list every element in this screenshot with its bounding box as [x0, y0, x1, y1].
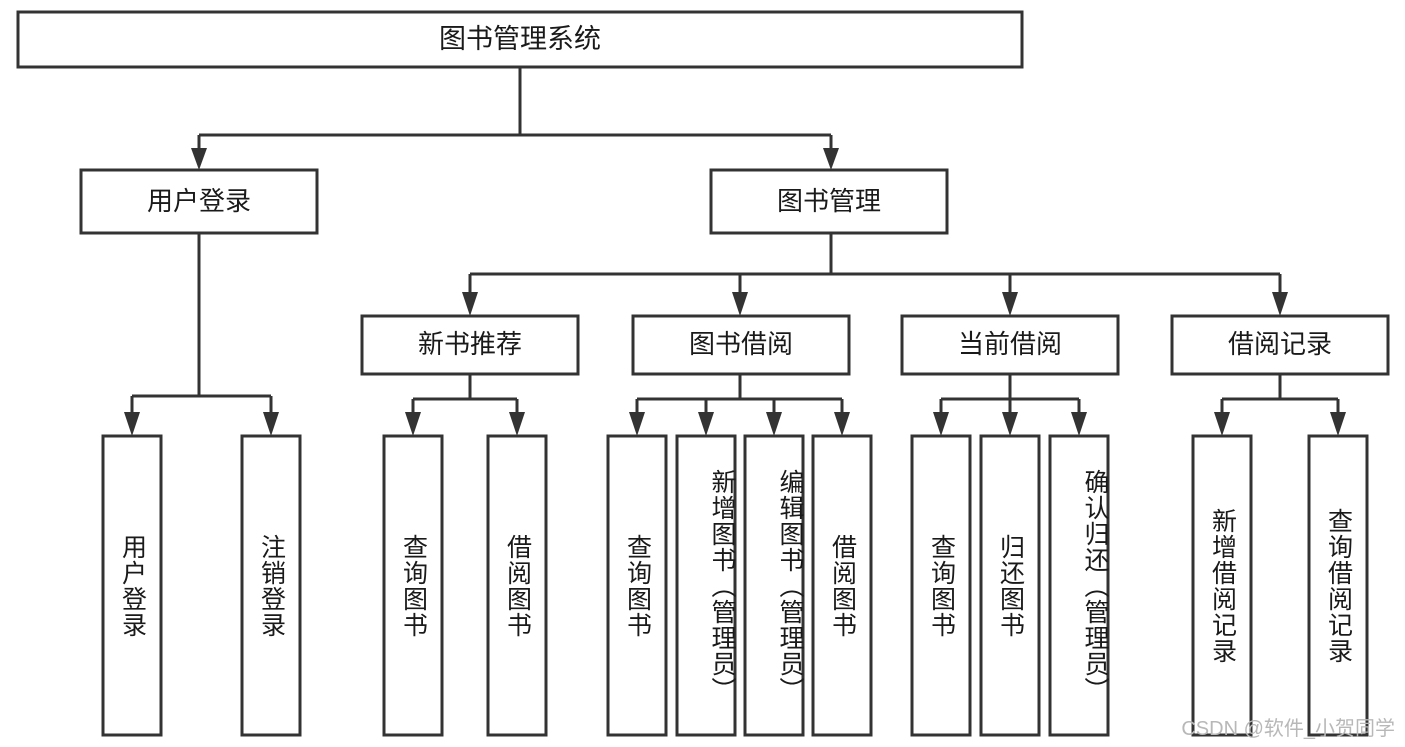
node-book-management-label: 图书管理 [777, 186, 881, 216]
node-root-label: 图书管理系统 [439, 24, 601, 54]
node-borrow-record-label: 借阅记录 [1228, 329, 1332, 359]
node-new-book-recommend[interactable]: 新书推荐 [360, 314, 580, 376]
node-current-borrow[interactable]: 当前借阅 [900, 314, 1120, 376]
connector-borrowrecord-to-leaves [1214, 374, 1346, 436]
leaf-borrow-record-2[interactable] [1307, 434, 1369, 737]
leaf-new-book-1[interactable] [382, 434, 444, 737]
node-current-borrow-label: 当前借阅 [958, 329, 1062, 359]
leaf-book-borrow-2[interactable] [675, 434, 737, 737]
csdn-watermark: CSDN @软件_小贺同学 [1181, 718, 1395, 740]
connector-bookmgmt-to-level3 [462, 233, 1288, 316]
leaf-current-borrow-1[interactable] [910, 434, 972, 737]
node-book-borrow[interactable]: 图书借阅 [631, 314, 851, 376]
node-new-book-recommend-label: 新书推荐 [418, 329, 522, 359]
connector-newbook-to-leaves [405, 374, 525, 436]
node-book-borrow-label: 图书借阅 [689, 329, 793, 359]
leaf-book-borrow-1[interactable] [606, 434, 668, 737]
leaf-book-borrow-4[interactable] [811, 434, 873, 737]
node-borrow-record[interactable]: 借阅记录 [1170, 314, 1390, 376]
node-user-login[interactable]: 用户登录 [79, 168, 319, 235]
leaf-current-borrow-3[interactable] [1048, 434, 1110, 737]
leaf-borrow-record-1[interactable] [1191, 434, 1253, 737]
connector-root-to-level2 [191, 67, 839, 170]
node-book-management[interactable]: 图书管理 [709, 168, 949, 235]
connector-userlogin-to-leaves [124, 233, 279, 436]
connector-currentborrow-to-leaves [933, 374, 1087, 436]
leaf-book-borrow-3[interactable] [743, 434, 805, 737]
leaf-current-borrow-2[interactable] [979, 434, 1041, 737]
node-user-login-label: 用户登录 [147, 186, 251, 216]
leaf-user-login-1[interactable] [101, 434, 163, 737]
connector-bookborrow-to-leaves [629, 374, 850, 436]
leaf-user-login-2[interactable] [240, 434, 302, 737]
leaf-new-book-2[interactable] [486, 434, 548, 737]
node-root[interactable]: 图书管理系统 [16, 10, 1024, 69]
